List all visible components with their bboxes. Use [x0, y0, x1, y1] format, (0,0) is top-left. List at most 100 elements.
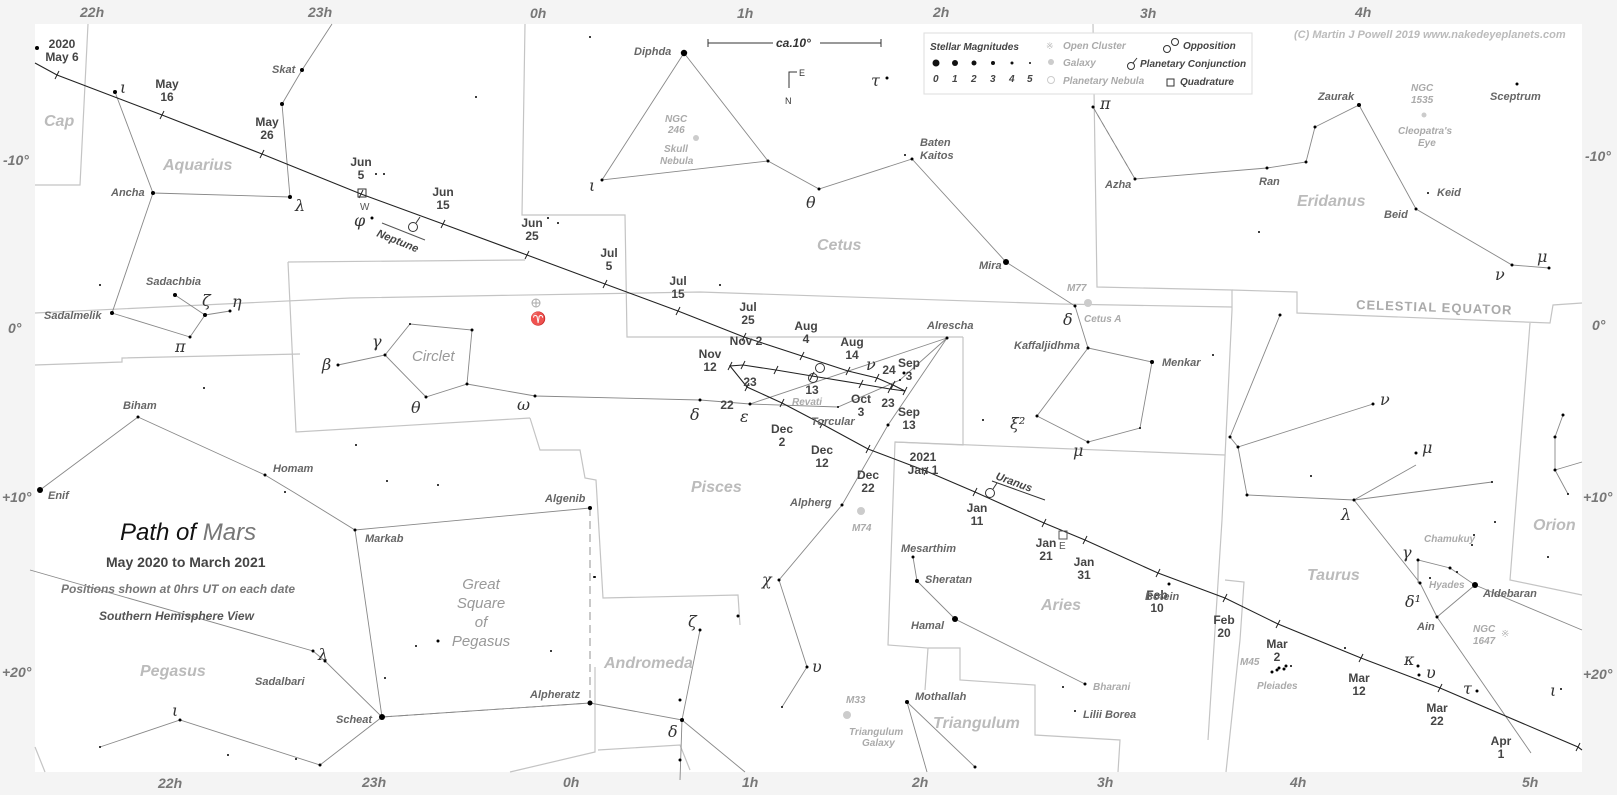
- boundary-line: [287, 261, 531, 433]
- star-dot: [311, 649, 315, 653]
- opposition-icon: [1171, 38, 1179, 46]
- date-label-line: 24: [882, 363, 896, 377]
- star-dot: [1236, 445, 1240, 449]
- date-label-line: Feb: [1213, 613, 1234, 627]
- chart-view: Southern Hemisphere View: [99, 609, 255, 623]
- opposition-marker: [808, 373, 818, 383]
- greek-label: δ: [668, 722, 678, 741]
- star-dot: [99, 284, 101, 286]
- dso-label: Nebula: [660, 156, 694, 167]
- star-dot: [1427, 192, 1429, 194]
- star-dot: [973, 765, 977, 769]
- star-name: Kaitos: [920, 150, 954, 162]
- date-label-line: 13: [902, 418, 916, 432]
- dso-label: 1647: [1473, 636, 1496, 647]
- ra-tick-label: 1h: [737, 5, 753, 21]
- date-label-line: 3: [906, 369, 913, 383]
- magnitude-label: 1: [952, 74, 958, 85]
- date-label-line: Jan: [1074, 555, 1095, 569]
- ra-tick-label: 3h: [1097, 774, 1113, 790]
- date-label-line: Sep: [898, 405, 920, 419]
- date-label-line: 5: [358, 168, 365, 182]
- copyright-notice: (C) Martin J Powell 2019 www.nakedeyepla…: [1294, 29, 1566, 41]
- boundary-line: [529, 417, 741, 626]
- date-label-line: 13: [805, 383, 819, 397]
- star-dot: [1553, 468, 1557, 472]
- star-dot: [817, 187, 821, 191]
- mars-date-tick: [1041, 518, 1047, 528]
- greek-label: β: [321, 355, 331, 374]
- star-name: Menkar: [1162, 357, 1201, 369]
- mars-date-tick: [675, 306, 681, 316]
- date-label-line: 21: [1039, 549, 1053, 563]
- dec-tick-label: +20°: [1583, 666, 1613, 682]
- star-name: Alpheratz: [529, 689, 581, 701]
- star-dot: [110, 311, 114, 315]
- greek-label: μ: [1073, 441, 1083, 460]
- greek-label: ι: [172, 701, 178, 720]
- star-dot: [1313, 125, 1317, 129]
- star-dot: [300, 68, 304, 72]
- dso-label: 246: [667, 125, 685, 136]
- date-label: 24: [882, 363, 896, 377]
- date-label-line: 23: [881, 396, 895, 410]
- date-label-line: Nov: [699, 347, 722, 361]
- star-dot: [1491, 481, 1493, 483]
- asterism-name: Great: [462, 576, 500, 593]
- dso-label: M77: [1067, 283, 1087, 294]
- mars-path-line: [34, 62, 1583, 751]
- star-dot: [136, 415, 140, 419]
- date-label-line: 1: [1498, 747, 1505, 761]
- dec-axis-left: -10° 0° +10° +20°: [2, 152, 32, 680]
- mars-date-tick: [858, 379, 864, 389]
- ra-axis-bottom: 22h 23h 0h 1h 2h 3h 4h 5h: [157, 774, 1538, 791]
- greek-label: λ: [317, 645, 328, 664]
- greek-label: μ: [1537, 247, 1547, 266]
- greek-label: υ: [812, 657, 822, 676]
- date-label-line: 22: [861, 481, 875, 495]
- star-name: Botein: [1145, 591, 1180, 603]
- mars-date-tick: [890, 380, 896, 390]
- greek-label: κ: [1403, 650, 1415, 669]
- constellation-line: [204, 310, 231, 316]
- star-name: Enif: [48, 490, 70, 502]
- star-dot: [424, 395, 428, 399]
- star-dot: [1344, 647, 1346, 649]
- mars-date-tick: [54, 70, 60, 80]
- date-label-line: 2021: [910, 450, 937, 464]
- mars-date-tick: [874, 373, 880, 383]
- star-dot: [284, 491, 286, 493]
- greek-label: ζ: [202, 291, 212, 310]
- star-name: Mesarthim: [901, 543, 956, 555]
- star-dot: [1471, 544, 1473, 546]
- mars-date-tick: [1222, 593, 1228, 603]
- star-name: Homam: [273, 463, 314, 475]
- boundary-line: [597, 744, 691, 771]
- star-dot: [178, 718, 182, 722]
- star-dot: [1553, 435, 1557, 439]
- dec-axis-right: -10° 0° +10° +20°: [1583, 148, 1613, 682]
- ra-tick-label: 23h: [307, 4, 332, 20]
- star-dot: [1074, 710, 1076, 712]
- legend-quadrature: Quadrature: [1180, 77, 1234, 88]
- constellation-name: Cap: [44, 113, 74, 130]
- star-dot: [1371, 402, 1375, 406]
- mars-date-tick: [1437, 683, 1443, 693]
- star-name: Zaurak: [1317, 91, 1355, 103]
- constellation-line: [29, 569, 383, 718]
- star-dot: [1414, 451, 1418, 455]
- date-label-line: 26: [260, 128, 274, 142]
- star-dot: [1245, 493, 1249, 497]
- star-name: Aldebaran: [1482, 588, 1537, 600]
- ra-tick-label: 23h: [361, 774, 386, 790]
- quadrature-marker: [1058, 530, 1068, 540]
- date-label-line: Jan: [1036, 536, 1057, 550]
- greek-label: ξ²: [1010, 414, 1025, 433]
- greek-label: ι: [1550, 681, 1556, 700]
- date-label-line: Jul: [739, 300, 756, 314]
- magnitude-2-dot: [971, 60, 977, 66]
